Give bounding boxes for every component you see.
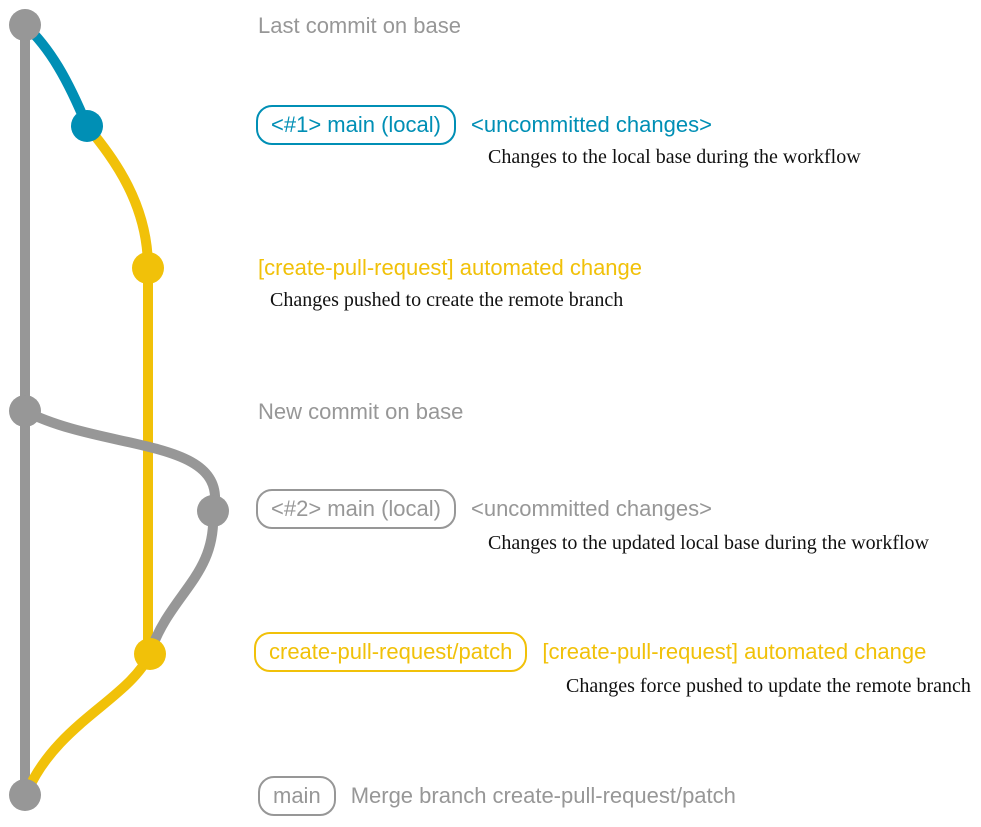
commit-dot-patch-1 [132, 252, 164, 284]
commit1-caption: Changes pushed to create the remote bran… [270, 289, 624, 311]
patch-commit-message: [create-pull-request] automated change [542, 639, 927, 664]
branch1-label-pill: <#1> main (local) [256, 105, 456, 145]
patch-branch-label-pill: create-pull-request/patch [254, 632, 528, 672]
rebased-local-branch-curve [20, 406, 221, 514]
merge-message: Merge branch create-pull-request/patch [350, 783, 736, 808]
branch2-status-text: <uncommitted changes> [470, 496, 712, 521]
merge-row: main Merge branch create-pull-request/pa… [258, 776, 736, 816]
main-label-pill: main [258, 776, 336, 816]
rebased-local-to-patch-curve [146, 506, 219, 655]
commit-dot-last-base [9, 9, 41, 41]
branch2-label-pill: <#2> main (local) [256, 489, 456, 529]
commit-dot-local-1 [71, 110, 103, 142]
git-graph [9, 9, 229, 811]
merge-curve [22, 649, 155, 797]
patch-branch-row: create-pull-request/patch [create-pull-r… [254, 632, 926, 672]
last-commit-heading: Last commit on base [258, 13, 461, 38]
new-commit-heading: New commit on base [258, 399, 464, 424]
branch2-caption: Changes to the updated local base during… [488, 532, 929, 554]
branch1-row: <#1> main (local) <uncommitted changes> [256, 105, 712, 145]
commit-dot-merge [9, 779, 41, 811]
branch1-caption: Changes to the local base during the wor… [488, 146, 861, 168]
commit-dot-new-base [9, 395, 41, 427]
patch-caption: Changes force pushed to update the remot… [566, 675, 971, 697]
commit-dot-patch-2 [134, 638, 166, 670]
patch-branch-curve-top [82, 121, 153, 273]
local-branch-curve [20, 20, 92, 131]
commit1-message: [create-pull-request] automated change [258, 255, 643, 280]
branch2-row: <#2> main (local) <uncommitted changes> [256, 489, 712, 529]
branch1-status-text: <uncommitted changes> [470, 112, 712, 137]
commit-dot-local-2 [197, 495, 229, 527]
